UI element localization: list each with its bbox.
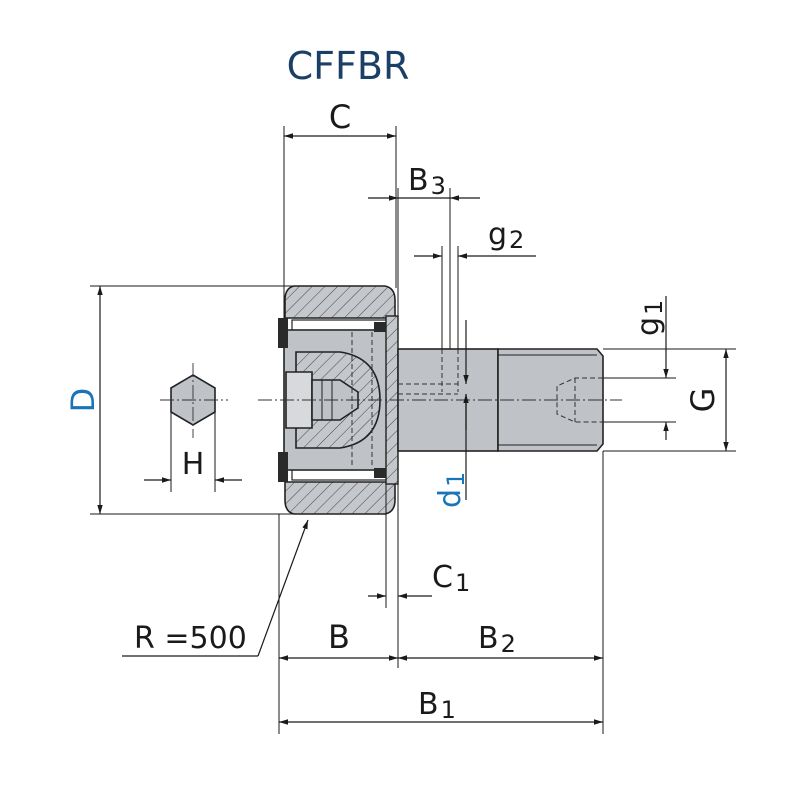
outer-ring-bottom — [284, 481, 396, 515]
part-body — [258, 285, 622, 515]
outer-ring-top — [284, 285, 396, 319]
dim-B3: B3 — [368, 163, 480, 349]
dim-d1: d1 — [433, 320, 470, 508]
label-g2: g2 — [488, 217, 524, 254]
side-seal-bottom — [374, 468, 386, 478]
dim-D: D — [64, 285, 294, 515]
leader-R: R =500 — [122, 519, 309, 657]
label-C: C — [329, 98, 351, 136]
label-B: B — [328, 618, 350, 656]
label-B2: B2 — [478, 621, 516, 658]
needle-row-bottom — [291, 469, 389, 481]
dim-g1: g1 — [603, 296, 676, 440]
left-seal-top — [278, 318, 288, 348]
dim-g2: g2 — [414, 217, 536, 349]
label-B3: B3 — [408, 163, 446, 200]
label-B1: B1 — [418, 687, 456, 724]
dim-B1: B1 — [279, 687, 603, 725]
dim-C: C — [283, 98, 397, 318]
needle-row-top — [291, 319, 389, 331]
label-G: G — [684, 388, 722, 413]
dim-G: G — [603, 348, 736, 452]
dim-C1: C1 — [368, 451, 470, 668]
label-g1: g1 — [631, 300, 668, 336]
label-H: H — [182, 447, 205, 482]
label-R: R =500 — [134, 621, 247, 656]
left-seal-bottom — [278, 452, 288, 482]
label-D: D — [64, 388, 102, 413]
label-d1: d1 — [433, 472, 470, 508]
hex-end-view: H — [144, 363, 242, 492]
side-seal-top — [374, 322, 386, 332]
drawing-title: CFFBR — [287, 44, 410, 88]
label-C1: C1 — [432, 560, 470, 597]
dim-B-B2: B B2 — [278, 451, 604, 734]
